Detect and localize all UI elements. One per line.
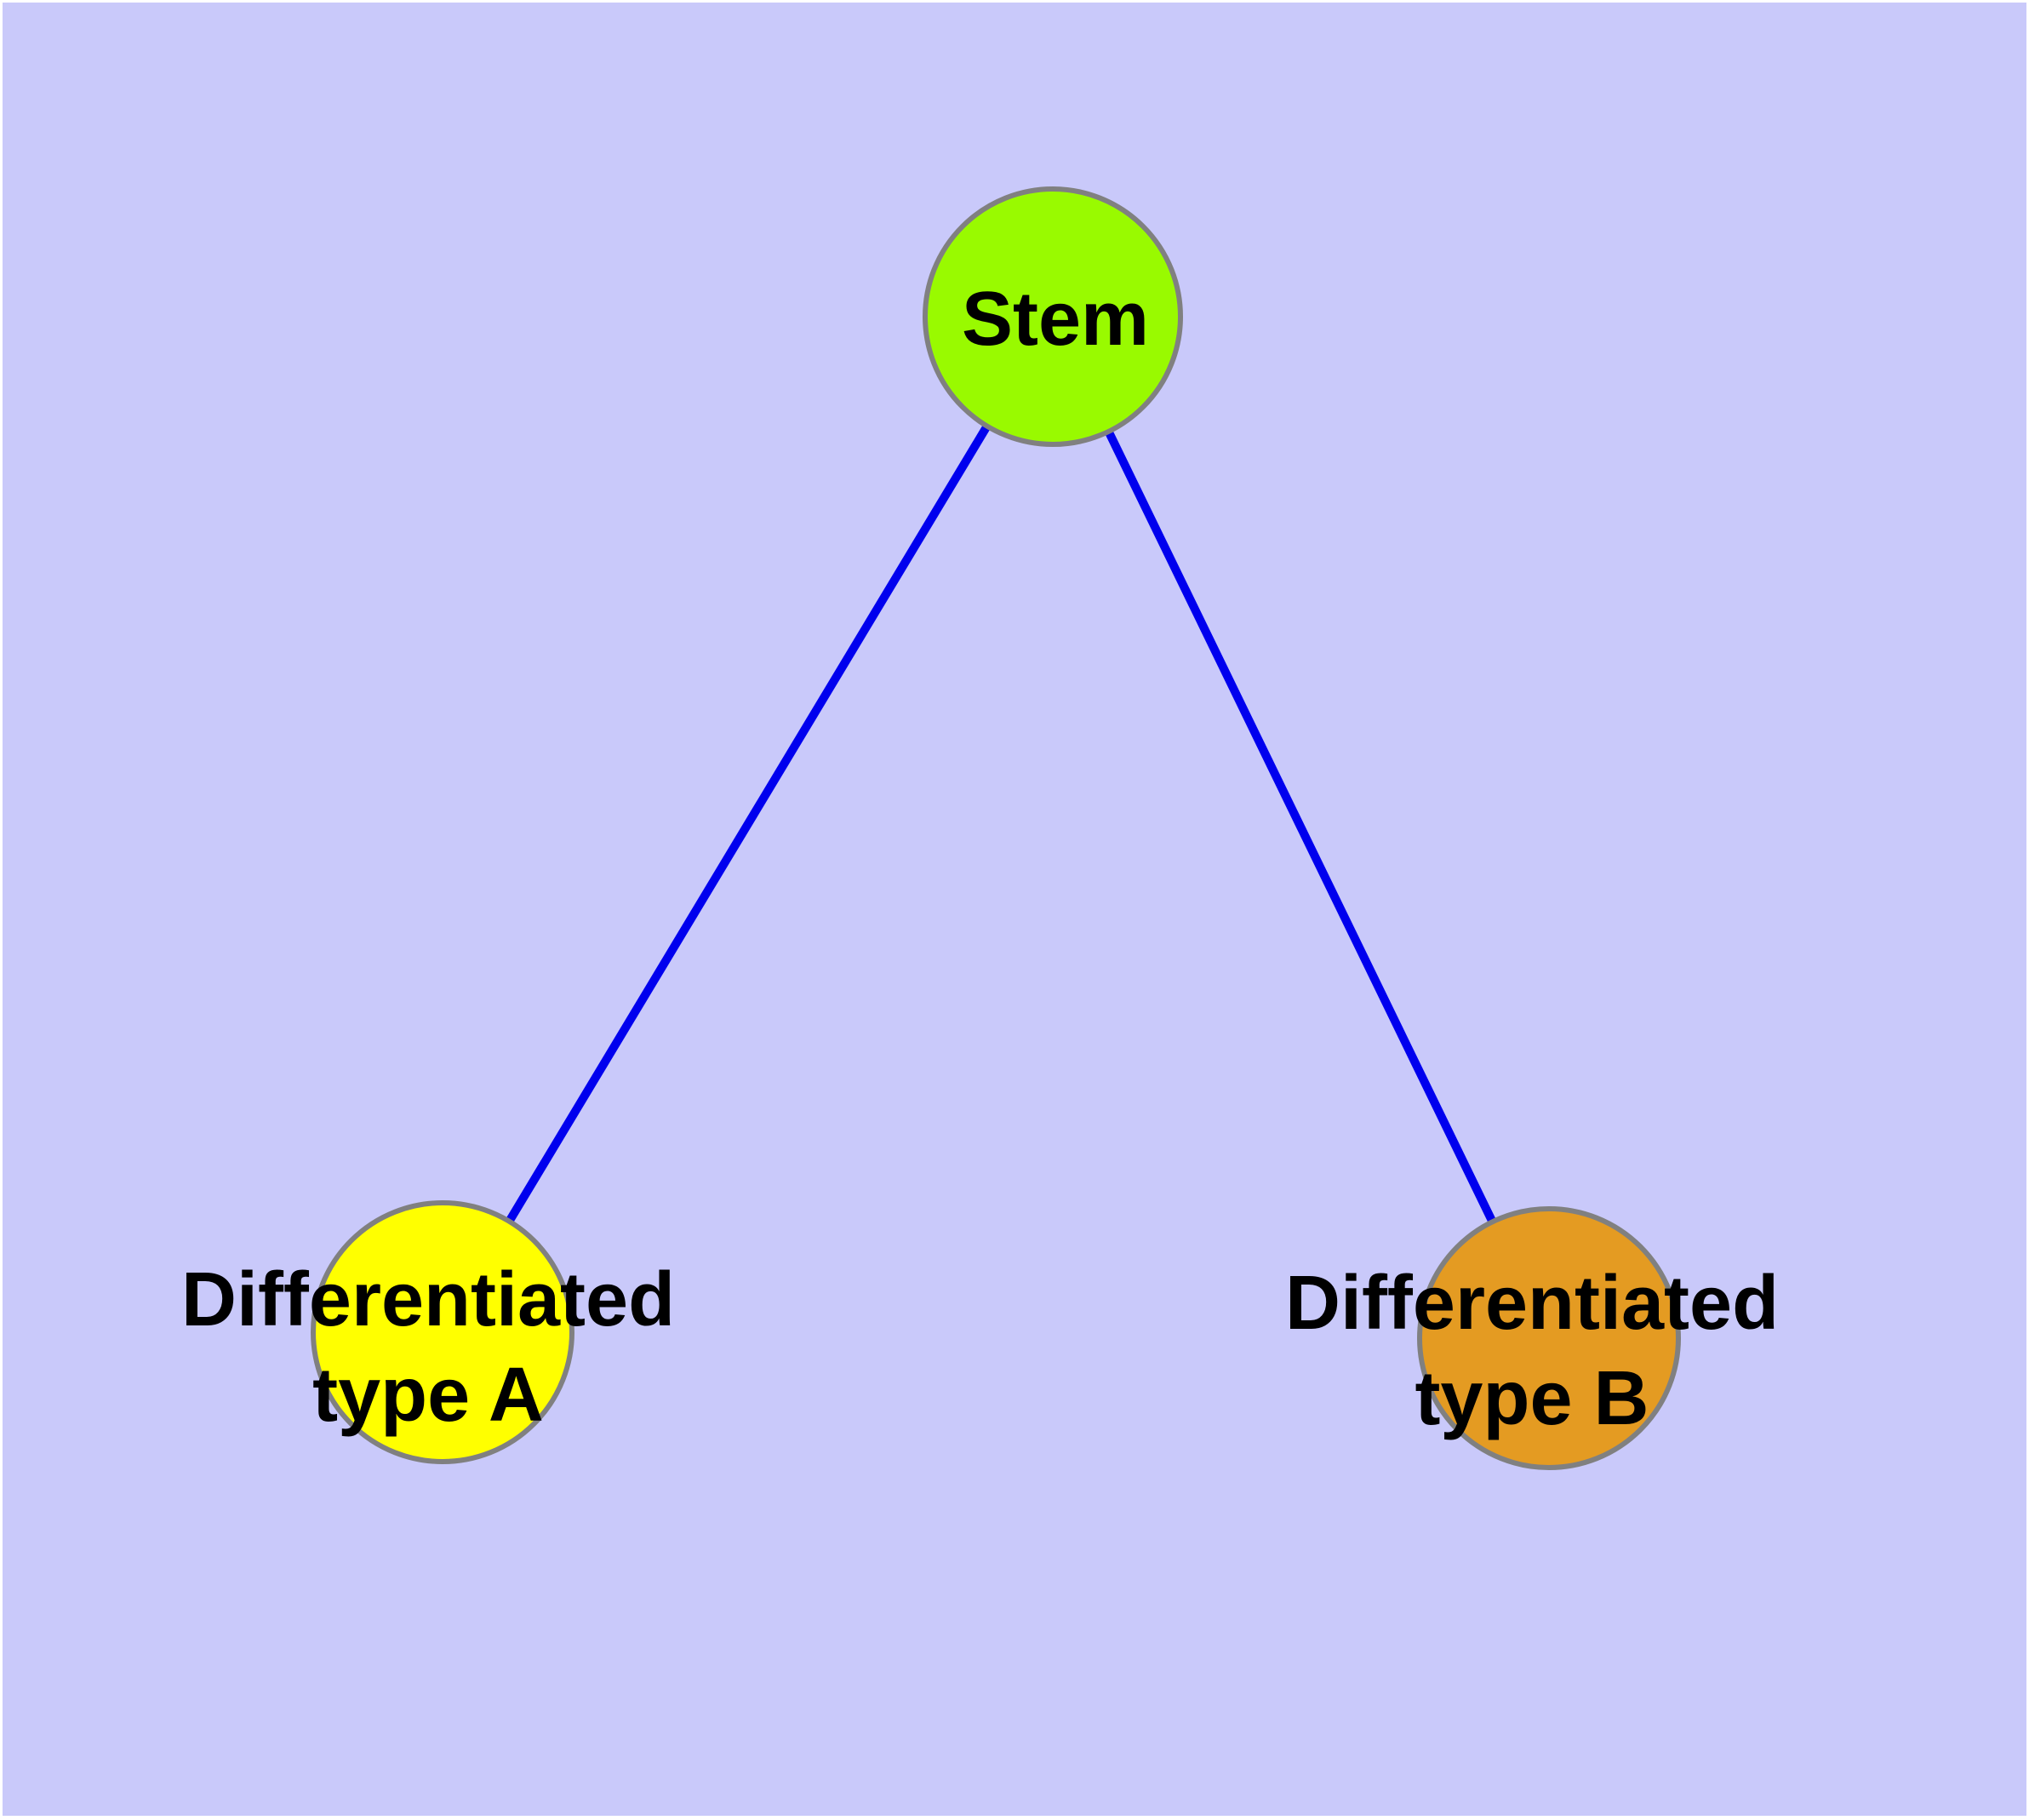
type-a-node — [311, 1200, 574, 1464]
stem-node — [923, 186, 1183, 447]
edge-stem-to-type-a — [438, 314, 1057, 1335]
type-b-node — [1417, 1206, 1681, 1470]
edge-stem-to-type-b — [1049, 314, 1553, 1341]
